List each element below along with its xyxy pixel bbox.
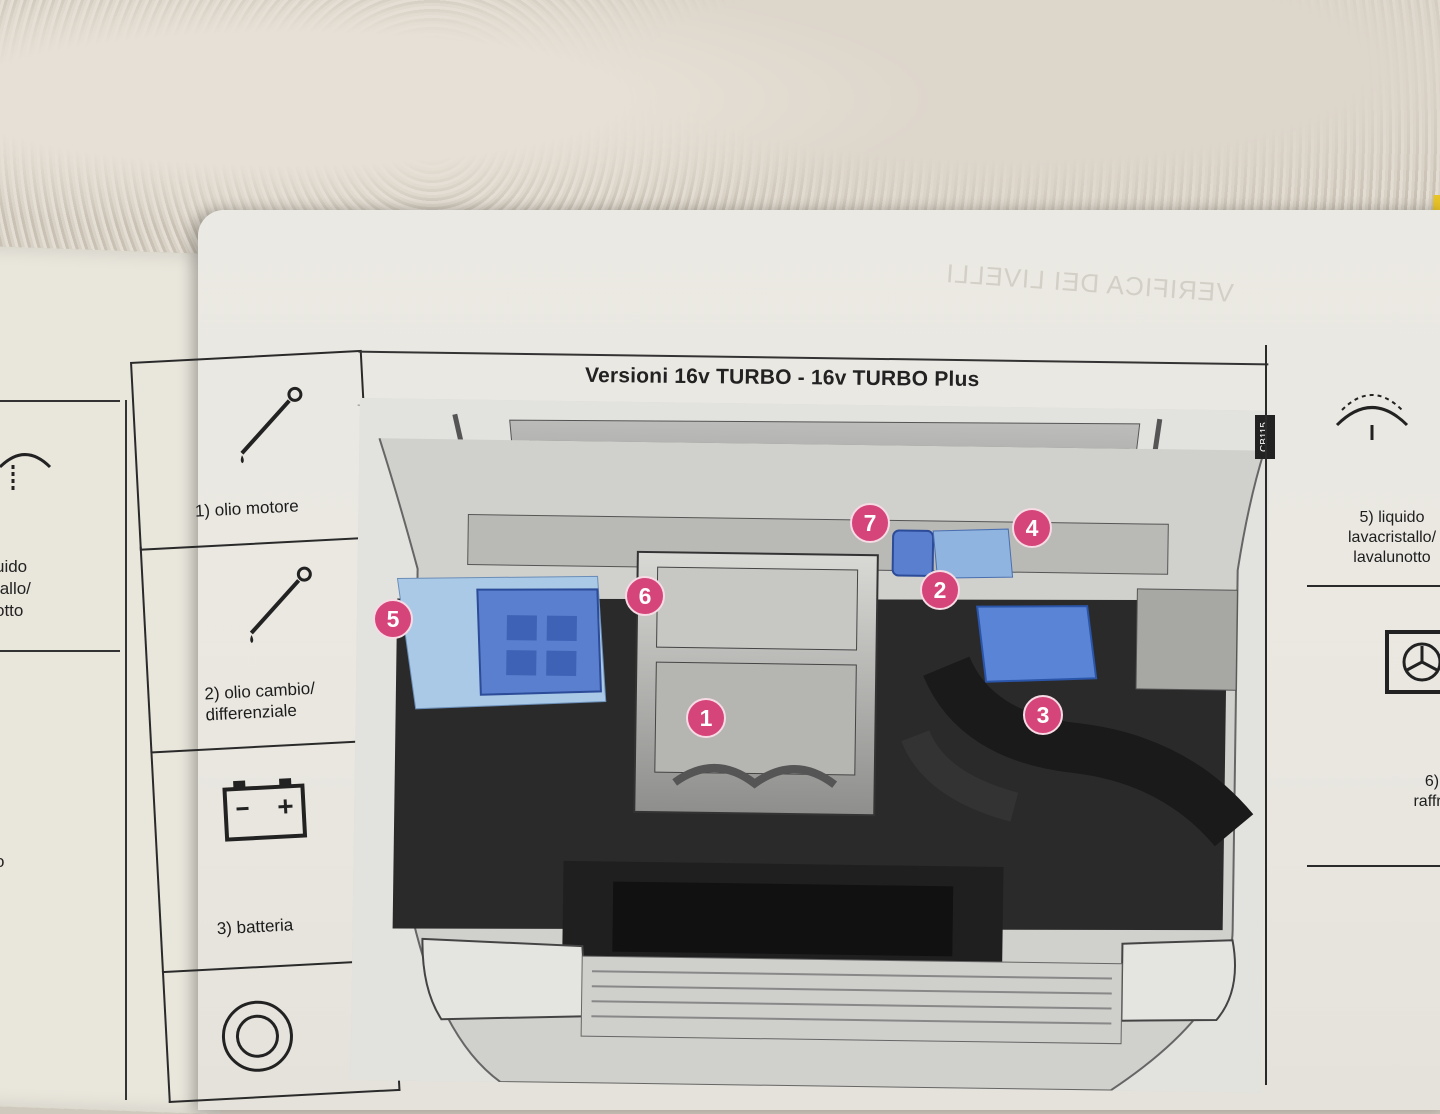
marker-3-battery: 3 [1023,695,1063,735]
dipstick-icon [240,386,303,464]
coolant-label: 6) raffre [1413,773,1440,810]
left-fragment-1: uido [0,557,28,576]
page-title: Versioni 16v TURBO - 16v TURBO Plus [584,363,980,392]
right-cell-coolant: 6) raffre [1307,585,1440,817]
icon-cell-gearbox: 2) olio cambio/ differenziale [139,534,383,754]
left-page-column: uido tallo/ otto o [0,400,127,1100]
dipstick-icon [249,566,312,644]
left-fragment-3: otto [0,601,24,620]
marker-1-engine-oil: 1 [686,698,726,738]
left-page-cell: o [0,650,120,912]
marker-4-brake-fluid: 4 [1012,508,1052,548]
marker-2-gearbox-oil: 2 [920,570,960,610]
left-fragment-4: o [0,852,4,872]
radiator-fan-icon [1385,630,1440,694]
icon-cell-brake [161,959,401,1103]
engine-bay-illustration [350,398,1270,1093]
washer-fluid-label: 5) liquido lavacristallo/ lavalunotto [1347,509,1437,566]
left-fragment-2: tallo/ [0,579,31,598]
level-icon-column: 1) olio motore 2) olio cambio/ differenz… [130,349,401,1103]
right-level-column: 5) liquido lavacristallo/ lavalunotto 6)… [1265,345,1440,1085]
left-page-cell: uido tallo/ otto [0,400,120,652]
right-cell-next [1307,865,1440,1087]
brake-fluid-icon [221,1000,293,1072]
wiper-icon [0,453,52,492]
icon-cell-battery: 3) batteria [150,739,394,974]
marker-7-power-steering: 7 [850,503,890,543]
marker-5-washer-fluid: 5 [373,599,413,639]
battery-icon [222,778,308,842]
engine-drawing [350,398,1270,1093]
oil-label: 1) olio motore [194,496,300,521]
gearbox-oil-label: 2) olio cambio/ differenziale [203,678,316,725]
marker-6-coolant: 6 [625,576,665,616]
wiper-icon [1335,394,1409,440]
icon-cell-oil: 1) olio motore [130,349,372,551]
